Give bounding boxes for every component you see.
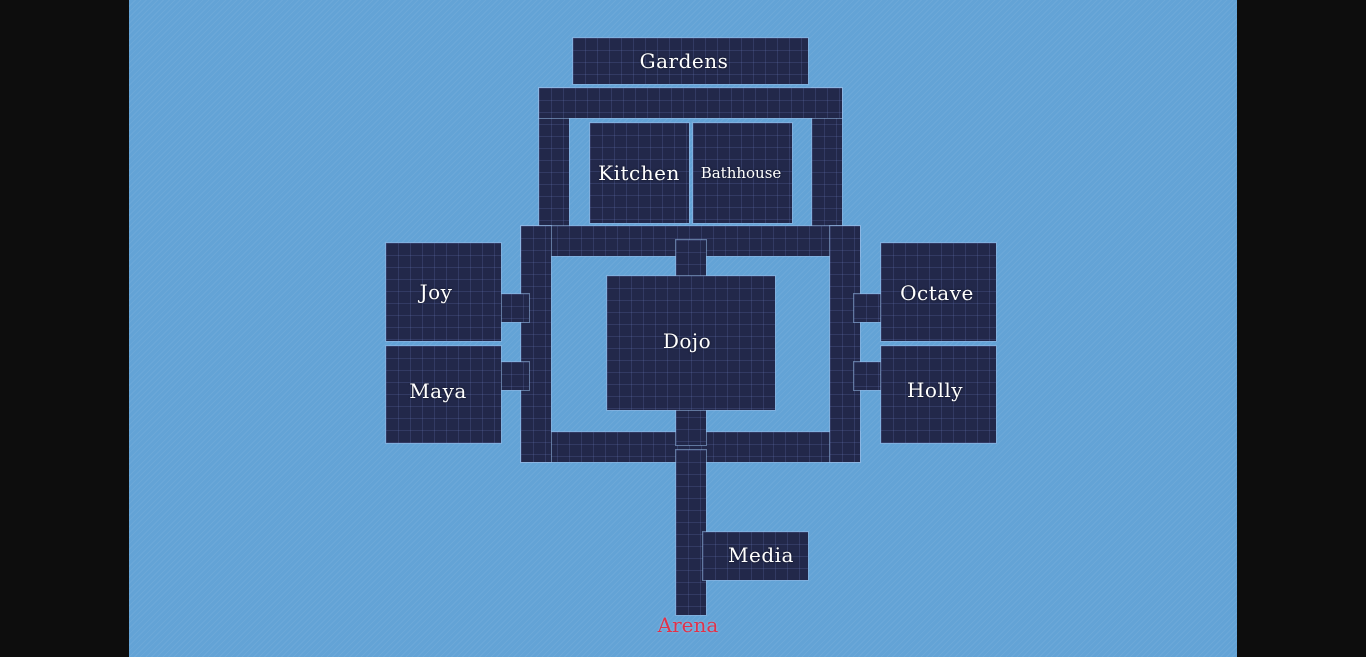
room-maya[interactable] — [386, 346, 501, 443]
holly-label: Holly — [906, 378, 964, 402]
gardens-label: Gardens — [639, 49, 729, 73]
map-canvas: Gardens Kitchen Bathhouse Joy Maya Octav… — [129, 0, 1237, 657]
corridor-center-bottom — [676, 405, 706, 445]
corridor-right-vertical — [830, 226, 860, 462]
connector-octave — [854, 294, 884, 322]
media-label: Media — [728, 543, 794, 567]
room-holly[interactable] — [881, 346, 996, 443]
room-kitchen[interactable] — [590, 123, 689, 223]
room-joy[interactable] — [386, 243, 501, 341]
octave-label: Octave — [900, 281, 974, 305]
room-gardens[interactable] — [573, 38, 808, 84]
corridor-south-trunk — [676, 450, 706, 615]
maya-label: Maya — [409, 379, 467, 403]
corridor-upper-horizontal — [539, 88, 842, 118]
joy-label: Joy — [419, 280, 453, 304]
corridor-center-top — [676, 240, 706, 280]
connector-joy — [499, 294, 529, 322]
connector-holly — [854, 362, 884, 390]
room-bathhouse[interactable] — [693, 123, 792, 223]
bathhouse-label: Bathhouse — [700, 164, 782, 182]
room-dojo[interactable] — [607, 276, 775, 410]
dojo-label: Dojo — [662, 329, 712, 353]
connector-maya — [499, 362, 529, 390]
corridor-left-vertical — [521, 226, 551, 462]
kitchen-label: Kitchen — [598, 161, 680, 185]
room-media[interactable] — [703, 532, 808, 580]
arena-label[interactable]: Arena — [657, 613, 719, 637]
room-octave[interactable] — [881, 243, 996, 341]
